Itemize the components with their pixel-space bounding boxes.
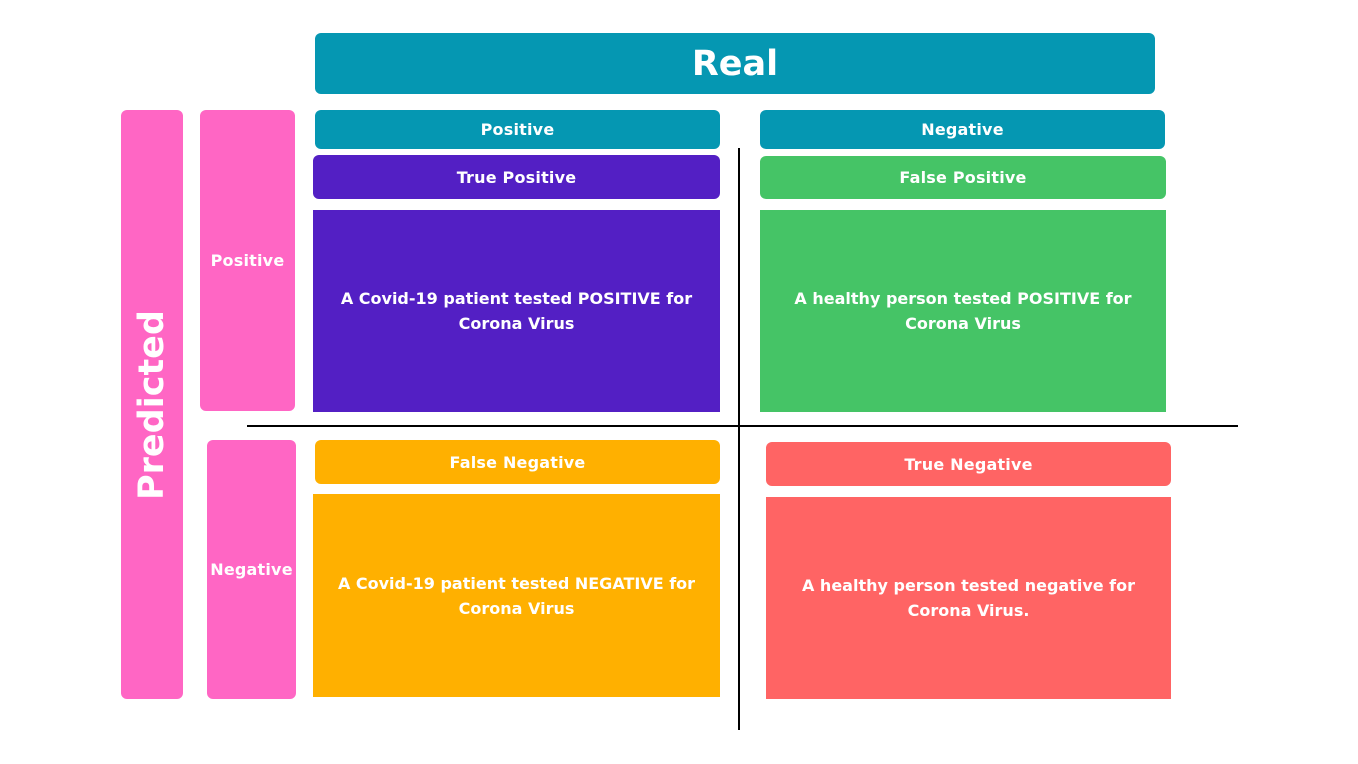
- true-positive-label: True Positive: [313, 155, 720, 199]
- horizontal-divider: [247, 425, 1238, 427]
- true-positive-description: A Covid-19 patient tested POSITIVE for C…: [313, 210, 720, 412]
- vertical-divider: [738, 148, 740, 730]
- false-negative-description: A Covid-19 patient tested NEGATIVE for C…: [313, 494, 720, 697]
- real-axis-title: Real: [315, 33, 1155, 94]
- true-negative-label: True Negative: [766, 442, 1171, 486]
- predicted-negative-header: Negative: [207, 440, 296, 699]
- predicted-axis-title-text: Predicted: [132, 309, 173, 500]
- false-negative-label: False Negative: [315, 440, 720, 484]
- real-negative-header: Negative: [760, 110, 1165, 149]
- predicted-axis-title: Predicted: [121, 110, 183, 699]
- true-negative-description: A healthy person tested negative for Cor…: [766, 497, 1171, 699]
- real-positive-header: Positive: [315, 110, 720, 149]
- false-positive-description: A healthy person tested POSITIVE for Cor…: [760, 210, 1166, 412]
- false-positive-label: False Positive: [760, 156, 1166, 199]
- predicted-positive-header: Positive: [200, 110, 295, 411]
